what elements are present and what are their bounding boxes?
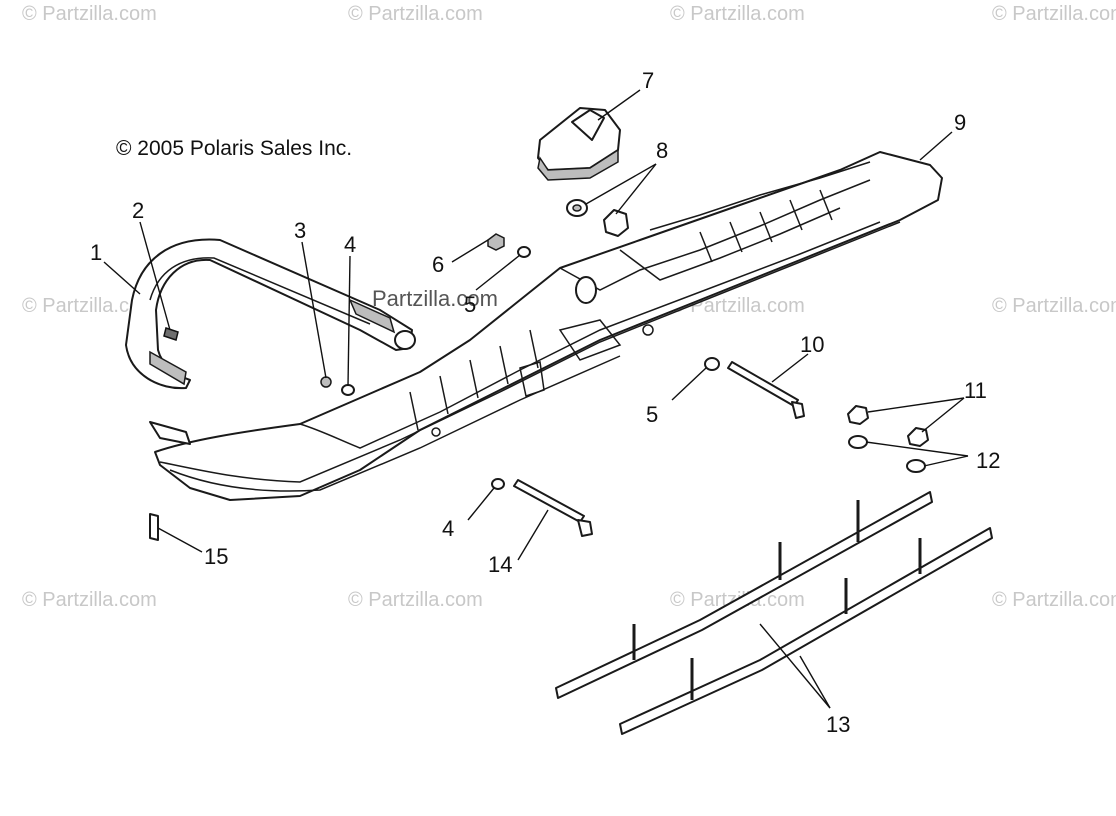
callout-4: 4	[344, 232, 356, 257]
washer-4-top	[341, 384, 355, 396]
callout-3: 3	[294, 218, 306, 243]
watermark-7: © Partzilla.com	[992, 295, 1116, 317]
washer-4-bottom	[491, 478, 505, 490]
callout-4-lower: 4	[442, 516, 454, 541]
ski-ribs	[409, 189, 833, 431]
carbide-runners	[555, 491, 993, 735]
callout-2: 2	[132, 198, 144, 223]
callout-6: 6	[432, 252, 444, 277]
watermark-4: © Partzilla.com	[992, 3, 1116, 25]
washer-5-top	[517, 246, 531, 258]
bolt-14	[513, 479, 585, 523]
loop-handle	[125, 238, 416, 390]
watermark-11: © Partzilla.com	[992, 589, 1116, 611]
callout-10: 10	[800, 332, 824, 357]
watermark-1: © Partzilla.com	[22, 3, 157, 25]
watermark-center: Partzilla.com	[372, 286, 498, 311]
callouts: 1 2 3 4 5 6 7 8 9 10 11 12 13 14 15 4 5	[90, 68, 1000, 737]
nut-3	[320, 376, 332, 388]
callout-8: 8	[656, 138, 668, 163]
callout-15: 15	[204, 544, 228, 569]
clip	[163, 327, 179, 341]
watermark-3: © Partzilla.com	[670, 3, 805, 25]
callout-11: 11	[964, 378, 987, 403]
bolt-10	[727, 361, 799, 407]
watermark-2: © Partzilla.com	[348, 3, 483, 25]
callout-5-lower: 5	[646, 402, 658, 427]
washer-5-right	[704, 357, 720, 371]
callout-13: 13	[826, 712, 850, 737]
bolts	[513, 361, 805, 537]
nuts-washers	[847, 405, 929, 473]
watermarks: © Partzilla.com © Partzilla.com © Partzi…	[22, 3, 1116, 611]
ski-saddle	[537, 107, 621, 181]
ski-body	[149, 151, 943, 501]
callout-9: 9	[954, 110, 966, 135]
watermark-8: © Partzilla.com	[22, 589, 157, 611]
callout-7: 7	[642, 68, 654, 93]
nut-6	[487, 233, 505, 251]
callout-1: 1	[90, 240, 102, 265]
callout-5: 5	[464, 292, 476, 317]
watermark-5: © Partzilla.com	[22, 295, 157, 317]
watermark-9: © Partzilla.com	[348, 589, 483, 611]
pin-15	[149, 513, 159, 541]
bushings	[566, 199, 629, 237]
callout-12: 12	[976, 448, 1000, 473]
copyright-text: © 2005 Polaris Sales Inc.	[116, 137, 352, 160]
callout-14: 14	[488, 552, 512, 577]
leader-lines	[103, 89, 969, 709]
